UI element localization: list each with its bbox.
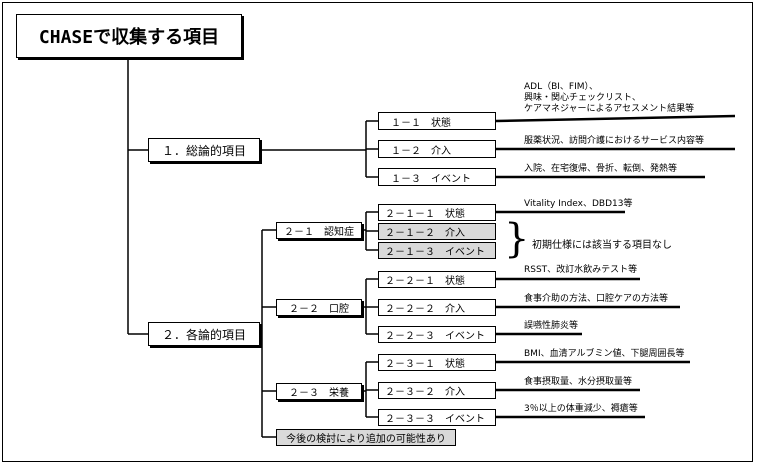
oral-event-box: ２－２－３ イベント [378, 326, 496, 343]
oral-state-description: RSST、改訂水飲みテスト等 [524, 265, 638, 275]
brace-symbol: } [504, 216, 530, 262]
future-addition-box: 今後の検討により追加の可能性あり [276, 429, 456, 446]
nutrition-state-box: ２－３－１ 状態 [378, 354, 496, 371]
oral-group-box: ２－２ 口腔 [276, 299, 362, 316]
dementia-note: 初期仕様には該当する項目なし [532, 240, 672, 251]
general-items-box: １．総論的項目 [148, 138, 260, 162]
outer-frame [2, 2, 753, 462]
general-state-description: ADL（BI、FIM）、 興味・関心チェックリスト、 ケアマネジャーによるアセス… [524, 82, 695, 114]
nutrition-group-box: ２－３ 栄養 [276, 383, 362, 400]
dementia-event-box: ２－１－３ イベント [378, 242, 496, 259]
oral-state-box: ２－２－１ 状態 [378, 271, 496, 288]
general-state-box: １－１ 状態 [378, 112, 496, 130]
oral-intervention-box: ２－２－２ 介入 [378, 299, 496, 316]
dementia-state-description: Vitality Index、DBD13等 [524, 199, 633, 209]
general-intervention-description: 服薬状況、訪問介護におけるサービス内容等 [524, 136, 705, 146]
oral-intervention-description: 食事介助の方法、口腔ケアの方法等 [524, 294, 669, 304]
general-event-box: １－３ イベント [378, 168, 496, 186]
nutrition-intervention-description: 食事摂取量、水分摂取量等 [524, 377, 633, 387]
nutrition-event-box: ２－３－３ イベント [378, 409, 496, 426]
specific-items-box: ２．各論的項目 [148, 322, 260, 346]
nutrition-intervention-box: ２－３－２ 介入 [378, 382, 496, 399]
nutrition-event-description: 3％以上の体重減少、褥瘡等 [524, 404, 638, 414]
general-event-description: 入院、在宅復帰、骨折、転倒、発熱等 [524, 164, 678, 174]
general-intervention-box: １－２ 介入 [378, 140, 496, 158]
dementia-group-box: ２－１ 認知症 [276, 222, 362, 239]
nutrition-state-description: BMI、血清アルブミン値、下腿周囲長等 [524, 349, 685, 359]
oral-event-description: 誤嚥性肺炎等 [524, 321, 579, 331]
dementia-state-box: ２－１－１ 状態 [378, 204, 496, 221]
dementia-intervention-box: ２－１－２ 介入 [378, 223, 496, 240]
diagram-title: CHASEで収集する項目 [16, 14, 242, 58]
